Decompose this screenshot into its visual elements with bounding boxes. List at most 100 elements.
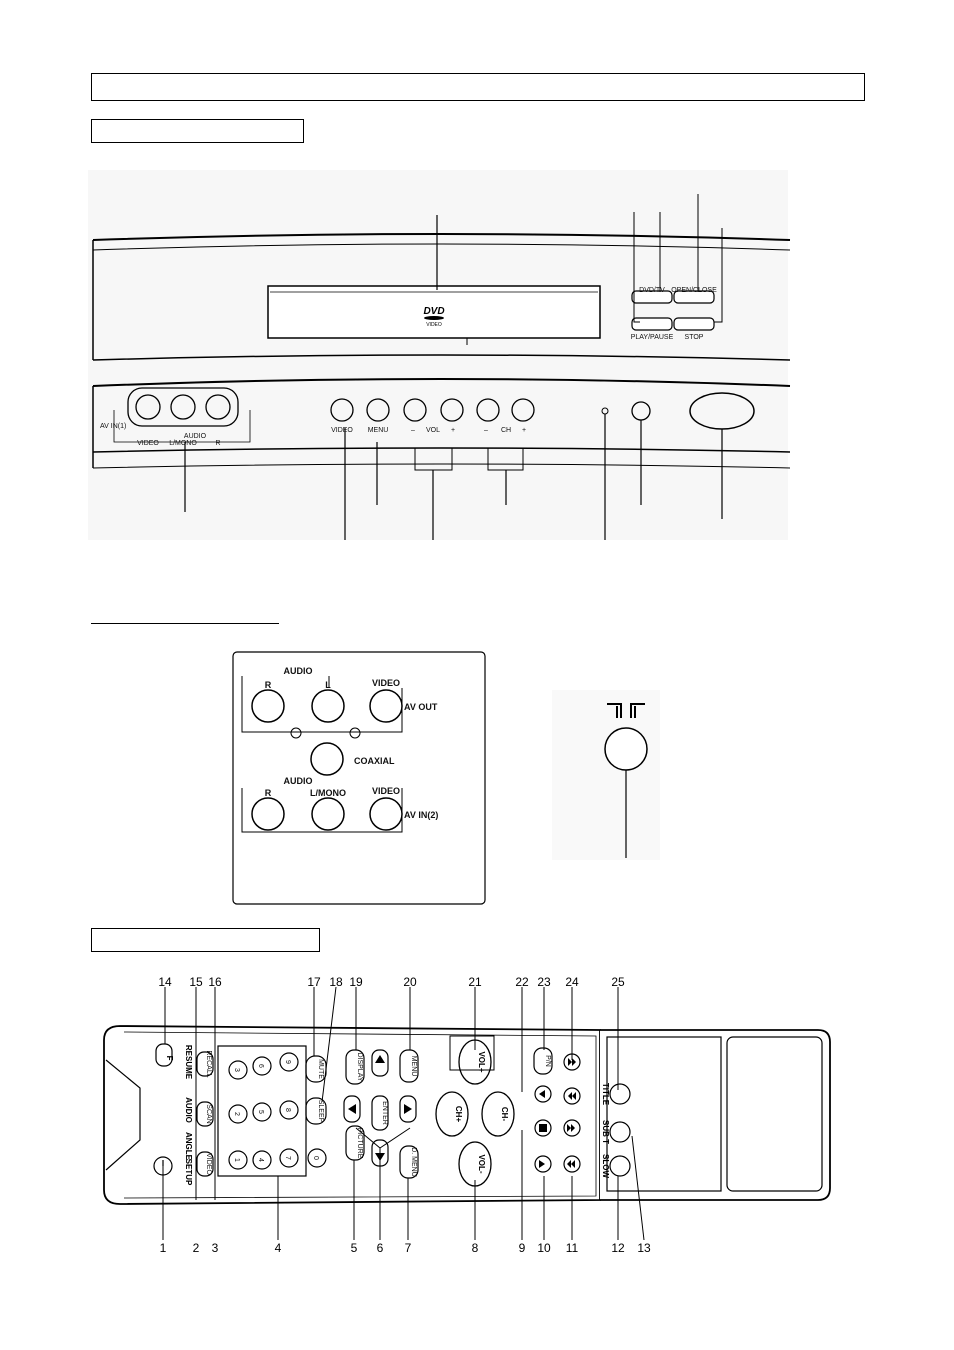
- svg-text:DVD: DVD: [423, 306, 444, 317]
- antenna-jack: [552, 690, 660, 860]
- play-pause-icon: [539, 1160, 545, 1168]
- right-button: [399, 1095, 417, 1123]
- picture-label: PICTURE: [356, 1128, 363, 1159]
- keypad-5-button: [252, 1102, 272, 1122]
- keypad-3-button: [228, 1060, 248, 1080]
- ch-label: CH: [501, 427, 511, 434]
- callout-number-24: 24: [565, 975, 579, 989]
- recall-button: [196, 1051, 214, 1077]
- remote-power-button: [153, 1156, 173, 1176]
- keypad-4-button: [252, 1150, 272, 1170]
- ch-down-button: [476, 398, 500, 422]
- ch-minus-label: –: [484, 427, 488, 434]
- callout-number-20: 20: [403, 975, 417, 989]
- fast-forward-icon: [568, 1058, 576, 1066]
- keypad-digit-1: 1: [233, 1158, 240, 1162]
- keypad-digit-4: 4: [257, 1158, 264, 1162]
- keypad-digit-9: 9: [284, 1060, 291, 1064]
- av-in2-audio-r-jack: [251, 797, 285, 831]
- enter-label: ENTER: [381, 1101, 388, 1125]
- av-out-audio-l-jack: [311, 689, 345, 723]
- av-in2-lmono-label: L/MONO: [310, 788, 346, 798]
- sub-t-label: SUB T: [601, 1120, 610, 1144]
- av-in2-label: AV IN(2): [404, 810, 438, 820]
- ch-minus-label: CH-: [500, 1107, 509, 1122]
- av-in1-audio-label: AUDIO: [184, 433, 207, 440]
- av-in2-video-jack: [369, 797, 403, 831]
- vol-minus-label: –: [411, 427, 415, 434]
- stop-label: STOP: [685, 334, 704, 341]
- fast-reverse-icon: [568, 1092, 576, 1100]
- recall-label: RECALL: [205, 1050, 212, 1077]
- display-label: DISPLAY: [356, 1052, 363, 1081]
- skip-back-button: [563, 1155, 581, 1173]
- pn-label: P/N: [544, 1055, 551, 1067]
- vol-minus-label: VOL-: [477, 1154, 486, 1173]
- remote-heading-box: [91, 928, 320, 952]
- av-out-audio-label: AUDIO: [284, 666, 313, 676]
- ch-minus-button: [481, 1091, 515, 1137]
- front-video-button: [330, 398, 354, 422]
- mute-label: MUTE: [317, 1059, 324, 1079]
- av-in1-r-label: R: [215, 440, 220, 447]
- keypad-9-button: [279, 1052, 299, 1072]
- av-out-r-label: R: [265, 680, 272, 690]
- video-button: [196, 1151, 214, 1177]
- av-in1-video-jack: [135, 394, 161, 420]
- remote-symbols: [162, 1055, 576, 1168]
- av-in1-audio-l-jack: [170, 394, 196, 420]
- sub-t-button: [609, 1121, 631, 1143]
- callout-number-9: 9: [519, 1241, 526, 1255]
- down-button: [371, 1139, 389, 1167]
- vol-minus-button: [458, 1141, 492, 1187]
- fast-forward-button: [563, 1053, 581, 1071]
- left-button: [343, 1095, 361, 1123]
- menu-label: MENU: [410, 1056, 417, 1077]
- d-menu-label: D. MENU: [410, 1147, 417, 1177]
- stop-button: [534, 1119, 552, 1137]
- av-in2-audio-label: AUDIO: [284, 776, 313, 786]
- dvd-logo: DVD VIDEO: [423, 306, 444, 328]
- up-button: [371, 1049, 389, 1077]
- av-in1-video-label: VIDEO: [137, 440, 159, 447]
- av-in1-label: AV IN(1): [100, 423, 126, 430]
- audio-label: AUDIO: [184, 1097, 193, 1123]
- av-in2-audio-l-jack: [311, 797, 345, 831]
- callout-number-15: 15: [189, 975, 203, 989]
- dvd-tv-label: DVD/TV: [639, 287, 665, 294]
- callout-number-5: 5: [351, 1241, 358, 1255]
- front-menu-button: [366, 398, 390, 422]
- callout-number-21: 21: [468, 975, 482, 989]
- play-pause-button: [534, 1155, 552, 1173]
- fast-reverse-button: [563, 1087, 581, 1105]
- callout-number-25: 25: [611, 975, 625, 989]
- mute-button: [305, 1055, 327, 1083]
- vol-plus-button: [458, 1039, 492, 1085]
- av-in1-jack-panel: [127, 387, 239, 427]
- av-in1-audio-r-jack: [205, 394, 231, 420]
- av-in2-video-label: VIDEO: [372, 786, 400, 796]
- callout-number-17: 17: [307, 975, 321, 989]
- prev-button: [534, 1085, 552, 1103]
- play-pause-button: [631, 317, 673, 331]
- pn-button: [533, 1047, 553, 1075]
- sleep-button: [305, 1097, 327, 1125]
- keypad-digit-0: 0: [312, 1156, 319, 1160]
- next-icon: [567, 1124, 575, 1132]
- vol-down-button: [403, 398, 427, 422]
- keypad-1-button: [228, 1150, 248, 1170]
- callout-number-11: 11: [566, 1241, 579, 1255]
- up-arrow-icon: [375, 1055, 385, 1063]
- av-out-video-label: VIDEO: [372, 678, 400, 688]
- picture-button: [345, 1125, 365, 1161]
- ch-up-button: [511, 398, 535, 422]
- open-close-button: [673, 290, 715, 304]
- callout-number-14: 14: [158, 975, 172, 989]
- front-panel-top: [88, 170, 791, 540]
- stop-button: [673, 317, 715, 331]
- av-in1-lmono-label: L/MONO: [169, 440, 197, 447]
- callout-number-1: 1: [160, 1241, 167, 1255]
- f-label: F: [165, 1056, 174, 1061]
